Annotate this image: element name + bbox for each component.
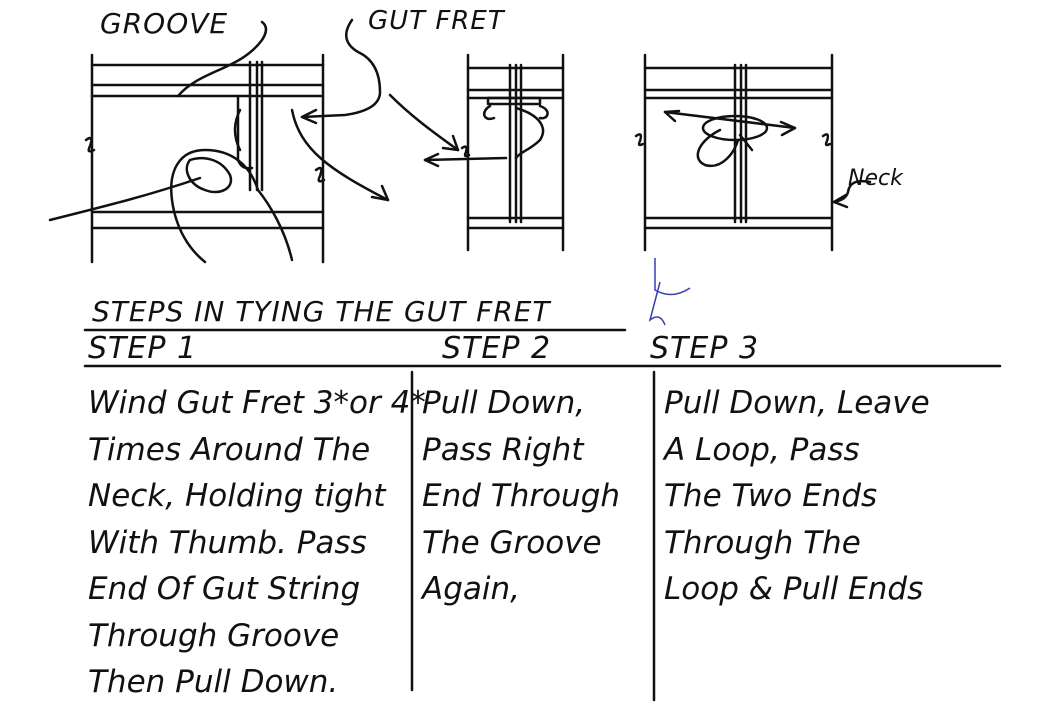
groove-label: GROOVE bbox=[100, 7, 229, 40]
step-3-text: Pull Down, Leave A Loop, Pass The Two En… bbox=[664, 380, 930, 613]
step-1-line: Through Groove bbox=[88, 617, 340, 654]
step-2-line: The Groove bbox=[422, 524, 602, 561]
step-3-line: Pull Down, Leave bbox=[664, 385, 930, 421]
step-1-line: End Of Gut String bbox=[88, 571, 361, 607]
step-2-title: STEP 2 bbox=[442, 331, 552, 366]
step-1-line: Neck, Holding tight bbox=[88, 478, 386, 514]
step-1-title: STEP 1 bbox=[88, 331, 198, 366]
step-2-line: Pass Right bbox=[422, 431, 584, 468]
gut-fret-label: GUT FRET bbox=[368, 6, 505, 36]
step-2-line: End Through bbox=[422, 478, 621, 514]
step-2-line: Pull Down, bbox=[422, 385, 586, 421]
step-1-line: Times Around The bbox=[88, 431, 371, 468]
panel-step-1 bbox=[48, 18, 390, 264]
step-1-text: Wind Gut Fret 3*or 4* Times Around The N… bbox=[88, 380, 426, 706]
neck-label: Neck bbox=[848, 166, 903, 191]
pen-mark bbox=[648, 258, 691, 326]
step-3-line: Through The bbox=[664, 524, 861, 561]
step-2-text: Pull Down, Pass Right End Through The Gr… bbox=[422, 380, 620, 613]
step-3-line: Loop & Pull Ends bbox=[664, 571, 924, 607]
panel-step-3 bbox=[634, 53, 872, 252]
step-3-title: STEP 3 bbox=[650, 331, 760, 366]
panel-step-2 bbox=[388, 53, 565, 252]
step-1-line: Then Pull Down. bbox=[88, 664, 339, 700]
step-1-line: With Thumb. Pass bbox=[88, 524, 367, 561]
steps-heading: STEPS IN TYING THE GUT FRET bbox=[92, 295, 551, 328]
step-1-line: Wind Gut Fret 3*or 4* bbox=[88, 385, 426, 421]
step-3-line: A Loop, Pass bbox=[664, 431, 860, 468]
step-2-line: Again, bbox=[422, 571, 520, 607]
step-3-line: The Two Ends bbox=[664, 478, 878, 514]
